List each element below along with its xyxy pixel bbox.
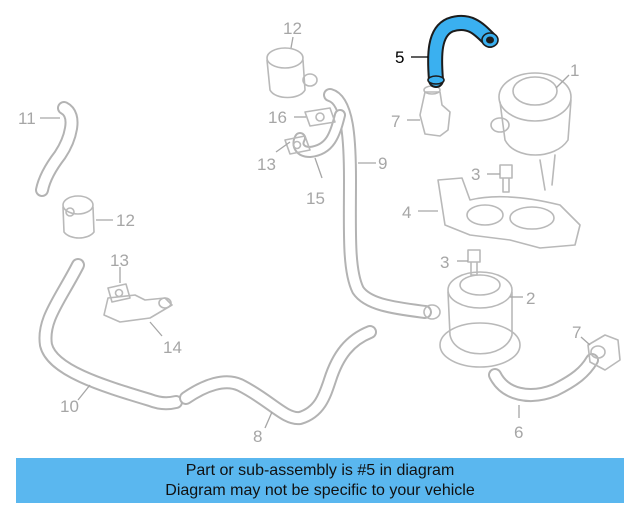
callout-15: 15: [306, 189, 325, 208]
part-7-valve-upper: [419, 85, 451, 137]
callout-7a: 7: [391, 112, 400, 131]
callout-13a: 13: [257, 155, 276, 174]
leader-15: [314, 157, 323, 179]
part-13-gasket-lower: [107, 283, 131, 303]
part-16-gasket: [304, 107, 336, 127]
leader-8: [264, 411, 273, 429]
hose-6: [488, 353, 599, 402]
part-1-air-pump: [490, 72, 572, 191]
callout-6: 6: [514, 423, 523, 442]
part-4-bracket: [437, 177, 581, 249]
leader-1: [555, 74, 570, 89]
callout-5: 5: [395, 48, 404, 67]
callout-8: 8: [253, 427, 262, 446]
callout-16: 16: [268, 108, 287, 127]
parts-diagram: 1 2 3 3 4 5 6 7 7 8 9 10 11 12 12 13 13 …: [18, 14, 621, 446]
callout-2: 2: [526, 289, 535, 308]
callout-3a: 3: [471, 165, 480, 184]
hose-10: [38, 258, 183, 411]
callout-10: 10: [60, 397, 79, 416]
leader-7b: [580, 336, 591, 346]
callout-11: 11: [18, 109, 36, 128]
part-3-bolt-upper: [499, 164, 513, 193]
part-3-bolt-lower: [467, 249, 481, 276]
leader-12a: [290, 36, 294, 49]
hose-8: [179, 325, 377, 426]
part-14-pipe: [103, 294, 173, 323]
callout-12b: 12: [116, 211, 135, 230]
part-2-air-pump: [423, 271, 521, 368]
callout-14: 14: [163, 338, 182, 357]
callout-7b: 7: [572, 323, 581, 342]
callout-13b: 13: [110, 251, 129, 270]
hose-15: [292, 109, 346, 158]
callout-9: 9: [378, 154, 387, 173]
part-13-gasket-upper: [284, 135, 311, 155]
banner-line-1: Part or sub-assembly is #5 in diagram: [185, 462, 455, 479]
banner-line-2: Diagram may not be specific to your vehi…: [165, 482, 475, 499]
callout-1: 1: [570, 61, 579, 80]
leader-10: [77, 384, 91, 401]
hose-11: [35, 101, 79, 197]
leader-14: [149, 321, 163, 337]
callout-12a: 12: [283, 19, 302, 38]
hose-9: [323, 88, 432, 319]
part-7-valve-right: [587, 334, 621, 371]
part-12-valve-left: [62, 195, 95, 239]
part-12-valve-upper: [266, 47, 318, 99]
info-banner: Part or sub-assembly is #5 in diagram Di…: [16, 458, 624, 503]
part-5-hose-highlighted: [427, 14, 499, 88]
callout-4: 4: [402, 203, 411, 222]
leader-13a: [275, 141, 291, 153]
callout-3b: 3: [440, 253, 449, 272]
